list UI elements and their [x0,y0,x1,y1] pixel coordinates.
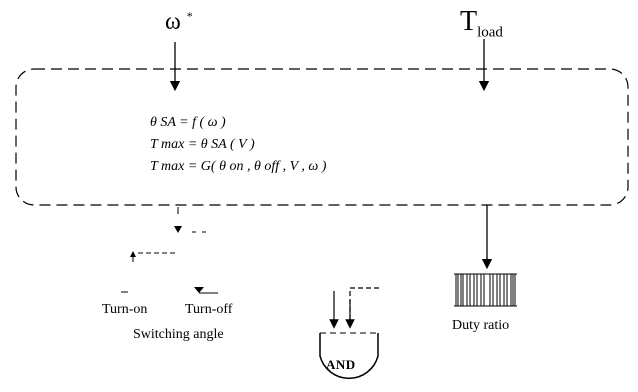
controller-block [15,68,629,206]
switching-angle-marks [121,226,218,294]
equation-max-torque-angle: T max = θ SA ( V ) [150,137,255,152]
speed-superscript: * [186,9,193,23]
load-torque-label: Tload [460,8,503,41]
duty-ratio-pulses [454,273,517,307]
equation-max-torque-function: T max = G( θ on , θ off , V , ω ) [150,159,327,174]
switching-angle-label: Switching angle [133,327,224,342]
load-subscript: load [477,24,503,41]
turn-off-label: Turn-off [185,302,233,317]
speed-reference-label: ω* [165,10,193,34]
load-symbol: T [460,6,478,37]
and-gate-label: AND [326,357,356,372]
and-gate-shape [319,333,379,380]
speed-symbol: ω [165,9,181,35]
control-equations: θ SA = f ( ω ) T max = θ SA ( V ) T max … [150,112,326,178]
and-input-arrow-2 [345,287,379,329]
duty-ratio-label: Duty ratio [452,318,510,333]
equation-switching-angle: θ SA = f ( ω ) [150,115,226,130]
turn-on-label: Turn-on [102,302,148,317]
